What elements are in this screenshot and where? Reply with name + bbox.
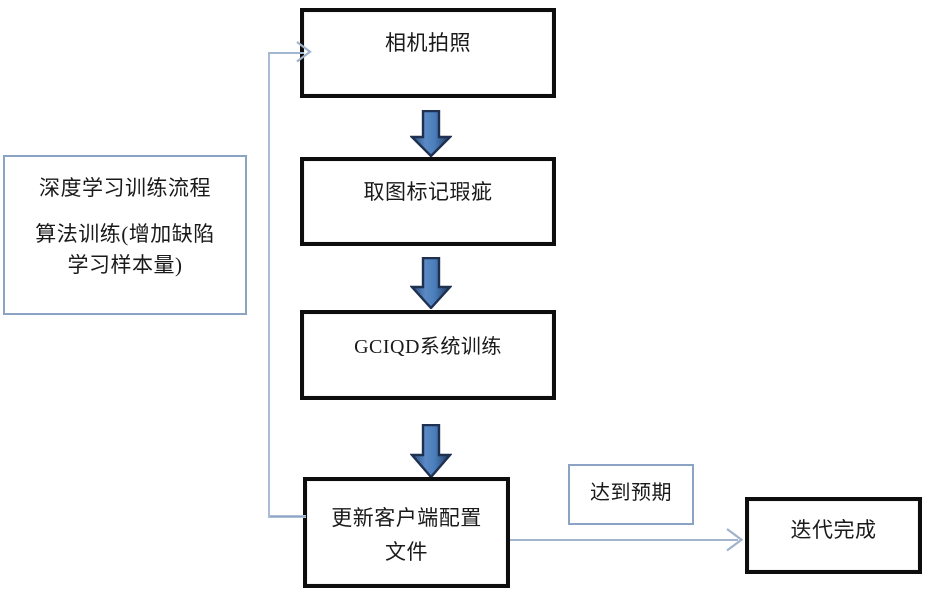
node-camera-capture-label: 相机拍照 [385,31,471,55]
node-info-line2: 算法训练(增加缺陷 学习样本量) [35,222,215,277]
node-iteration-complete-label: 迭代完成 [790,518,877,542]
node-iteration-complete: 迭代完成 [745,497,922,574]
node-deep-learning-info: 深度学习训练流程 算法训练(增加缺陷 学习样本量) [3,155,247,315]
node-gciqd-system-training: GCIQD系统训练 [300,310,556,400]
node-info-line1: 深度学习训练流程 [39,176,211,200]
feedback-loop-arrowhead-icon [296,41,312,63]
node-mark-defects-label: 取图标记瑕疵 [363,180,493,204]
node-camera-capture: 相机拍照 [300,8,556,98]
feedback-loop-arrow-icon-segment-top [268,52,304,54]
node-meets-expectation: 达到预期 [568,464,694,525]
feedback-loop-arrow-icon-segment-bottom [268,515,306,518]
feedback-loop-arrow-icon-segment-vertical [268,54,270,517]
node-mark-defects: 取图标记瑕疵 [300,157,556,246]
down-block-arrow-icon-1 [410,110,452,157]
down-block-arrow-icon-2 [410,257,452,309]
node-meets-expectation-label: 达到预期 [590,482,672,504]
node-update-client-config-label: 更新客户端配置 文件 [331,506,482,564]
node-gciqd-system-training-label: GCIQD系统训练 [354,336,502,358]
right-arrowhead-icon [726,528,744,552]
right-arrow-icon-line [510,539,738,541]
down-block-arrow-icon-3 [410,424,452,478]
node-update-client-config: 更新客户端配置 文件 [303,477,510,588]
